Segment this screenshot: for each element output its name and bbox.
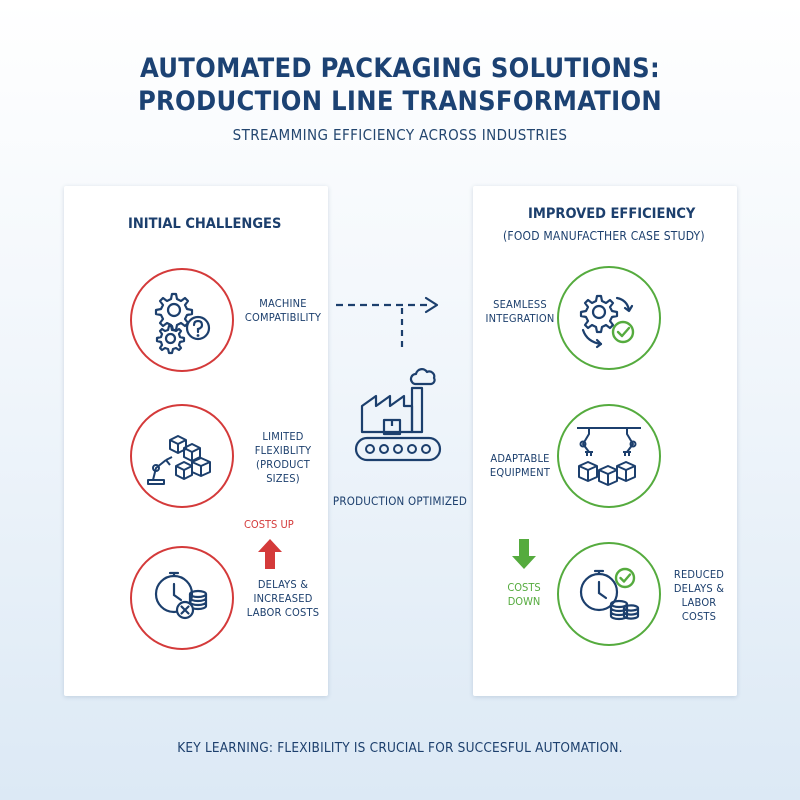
gears-question-icon [130, 268, 234, 372]
machine-compatibility-label: MACHINE COMPATIBILITY [244, 297, 322, 324]
robot-arm-boxes-icon [130, 404, 234, 508]
arrow-up-icon [258, 539, 282, 569]
costs-up-label: COSTS UP [244, 518, 294, 531]
initial-challenges-panel: INITIAL CHALLENGES MACHINE COMPATIBILITY [64, 186, 328, 696]
initial-challenges-heading: INITIAL CHALLENGES [128, 216, 282, 232]
gear-cycle-check-icon [557, 266, 661, 370]
clock-coins-check-icon [557, 542, 661, 646]
limited-flexibility-label: LIMITED FLEXIBLITY (PRODUCT SIZES) [254, 430, 312, 485]
dashed-arrow-icon [336, 296, 439, 350]
improved-efficiency-panel: IMPROVED EFFICIENCY (FOOD MANUFACTHER CA… [473, 186, 737, 696]
page-title: AUTOMATED PACKAGING SOLUTIONS: PRODUCTIO… [0, 52, 800, 118]
delays-costs-label: DELAYS & INCREASED LABOR COSTS [246, 578, 320, 619]
factory-conveyor-icon [354, 368, 442, 462]
improved-efficiency-heading: IMPROVED EFFICIENCY [528, 206, 696, 222]
title-line-1: AUTOMATED PACKAGING SOLUTIONS: [140, 53, 660, 84]
case-study-subheading: (FOOD MANUFACTHER CASE STUDY) [503, 229, 705, 243]
seamless-integration-label: SEAMLESS INTEGRATION [485, 298, 555, 325]
production-optimized-label: PRODUCTION OPTIMIZED [332, 494, 468, 508]
costs-down-label: COSTS DOWN [507, 581, 541, 608]
arrow-down-icon [512, 539, 536, 569]
title-line-2: PRODUCTION LINE TRANSFORMATION [137, 86, 663, 117]
adaptable-equipment-label: ADAPTABLE EQUIPMENT [489, 452, 551, 479]
clock-coins-x-icon [130, 546, 234, 650]
reduced-delays-costs-label: REDUCED DELAYS & LABOR COSTS [673, 568, 725, 623]
robot-arms-boxes-icon [557, 404, 661, 508]
page-subtitle: STREAMMING EFFICIENCY ACROSS INDUSTRIES [232, 126, 568, 144]
key-learning-text: KEY LEARNING: FLEXIBILITY IS CRUCIAL FOR… [177, 740, 623, 756]
